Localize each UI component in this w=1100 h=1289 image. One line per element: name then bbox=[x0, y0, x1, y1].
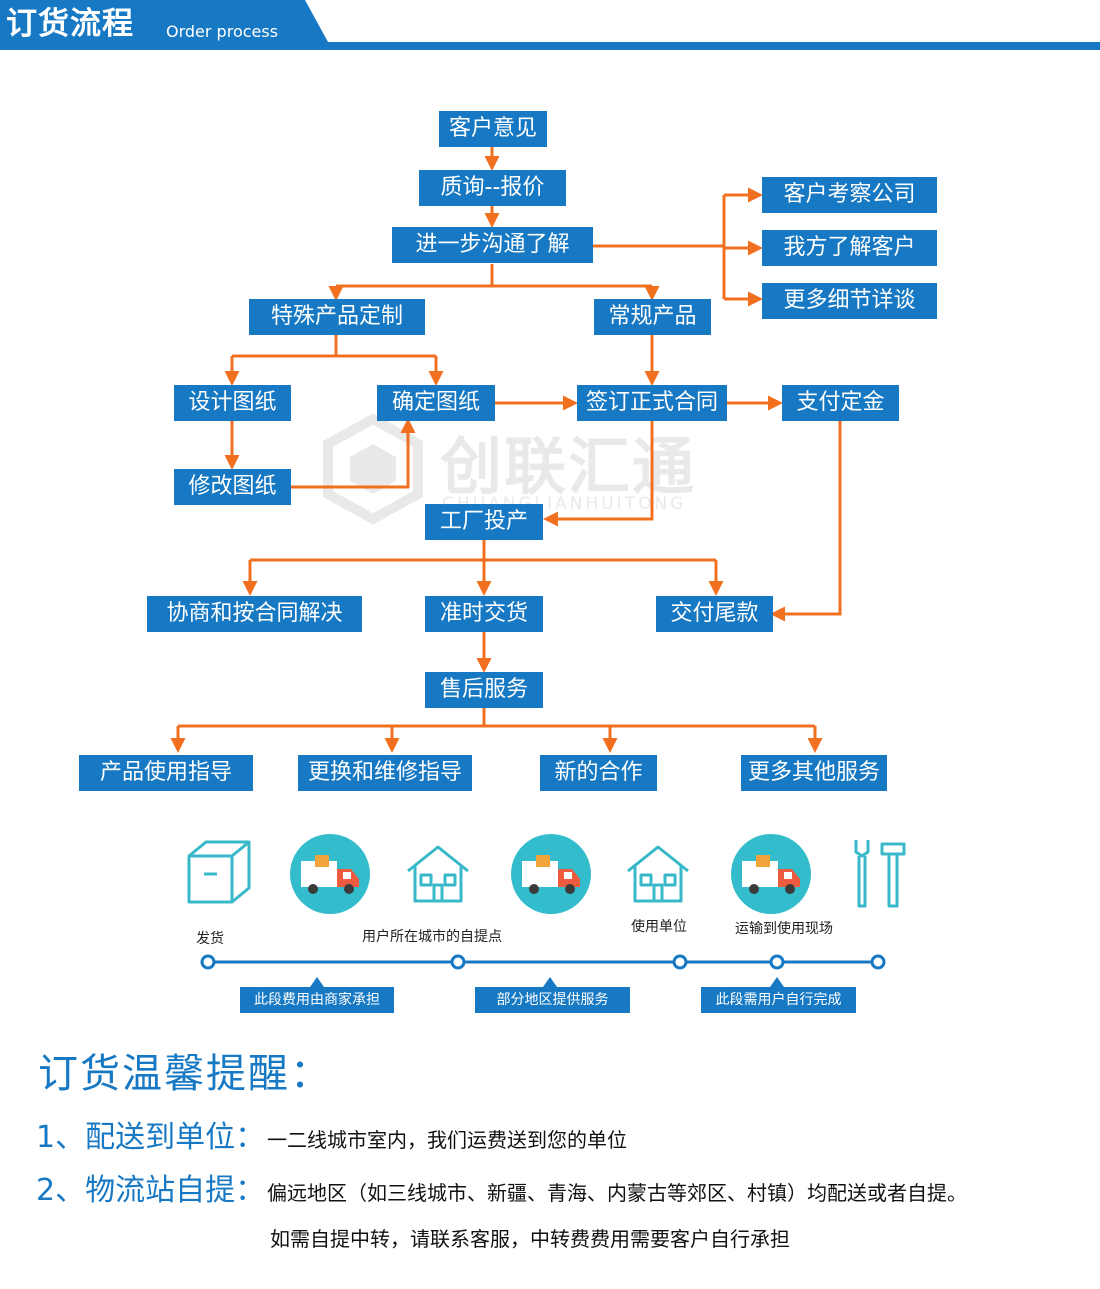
truck-icon bbox=[731, 834, 811, 914]
tip-2-heading: 2、物流站自提： bbox=[36, 1173, 266, 1208]
tip-2-text-continued: 如需自提中转，请联系客服，中转费费用需要客户自行承担 bbox=[270, 1227, 790, 1251]
timeline-dot bbox=[200, 954, 216, 970]
header-background bbox=[0, 0, 1100, 50]
truck-icon bbox=[290, 834, 370, 914]
node-inquiry-quote: 质询--报价 bbox=[419, 170, 566, 206]
header-subtitle: Order process bbox=[166, 22, 279, 41]
node-custom-product: 特殊产品定制 bbox=[249, 299, 425, 335]
node-revise-drawing: 修改图纸 bbox=[174, 469, 291, 505]
segment-partial-service: 部分地区提供服务 bbox=[475, 987, 630, 1013]
node-further-communication: 进一步沟通了解 bbox=[392, 227, 593, 263]
node-new-cooperation: 新的合作 bbox=[540, 755, 657, 791]
node-repair-guide: 更换和维修指导 bbox=[298, 755, 472, 791]
node-pay-deposit: 支付定金 bbox=[782, 385, 899, 421]
segment-customer-self: 此段需用户自行完成 bbox=[701, 987, 856, 1013]
header-title: 订货流程 bbox=[6, 6, 134, 42]
label-ship: 发货 bbox=[196, 931, 224, 947]
node-more-services: 更多其他服务 bbox=[741, 755, 887, 791]
tip-2-text: 偏远地区（如三线城市、新疆、青海、内蒙古等郊区、村镇）均配送或者自提。 bbox=[267, 1181, 967, 1205]
house-icon bbox=[627, 845, 689, 903]
node-more-details: 更多细节详谈 bbox=[762, 283, 937, 319]
node-customer-feedback: 客户意见 bbox=[439, 111, 547, 147]
tips-title: 订货温馨提醒： bbox=[38, 1051, 332, 1097]
timeline-dot bbox=[450, 954, 466, 970]
flow-connectors bbox=[170, 147, 842, 753]
label-transport-site: 运输到使用现场 bbox=[735, 921, 833, 937]
node-know-customer: 我方了解客户 bbox=[762, 230, 937, 266]
tip-1-text: 一二线城市室内，我们运费送到您的单位 bbox=[267, 1128, 627, 1152]
arrow-contract-production bbox=[543, 421, 654, 527]
timeline-dot bbox=[672, 954, 688, 970]
truck-icon bbox=[511, 834, 591, 914]
tools-icon bbox=[854, 840, 906, 908]
header-banner: 订货流程 Order process bbox=[0, 0, 1100, 50]
arrow-deposit-balance bbox=[770, 421, 842, 622]
node-design-drawing: 设计图纸 bbox=[174, 385, 291, 421]
node-confirm-drawing: 确定图纸 bbox=[377, 385, 495, 421]
node-negotiate-contract: 协商和按合同解决 bbox=[147, 596, 362, 632]
node-customer-inspect: 客户考察公司 bbox=[762, 177, 937, 213]
node-pay-balance: 交付尾款 bbox=[656, 596, 773, 632]
label-user-unit: 使用单位 bbox=[631, 919, 687, 935]
box-icon bbox=[187, 840, 251, 904]
node-usage-guide: 产品使用指导 bbox=[79, 755, 253, 791]
label-pickup-point: 用户所在城市的自提点 bbox=[362, 929, 502, 945]
node-regular-product: 常规产品 bbox=[594, 299, 711, 335]
node-factory-production: 工厂投产 bbox=[425, 504, 543, 540]
node-ontime-delivery: 准时交货 bbox=[425, 596, 543, 632]
timeline-dot bbox=[870, 954, 886, 970]
house-icon bbox=[407, 845, 469, 903]
timeline-dot bbox=[769, 954, 785, 970]
node-after-sales: 售后服务 bbox=[425, 672, 543, 708]
logistics-timeline bbox=[200, 954, 886, 987]
tip-1-heading: 1、配送到单位： bbox=[36, 1120, 266, 1155]
segment-merchant-cost: 此段费用由商家承担 bbox=[240, 987, 394, 1013]
node-sign-contract: 签订正式合同 bbox=[577, 385, 727, 421]
arrow-revise-confirm bbox=[291, 418, 416, 489]
